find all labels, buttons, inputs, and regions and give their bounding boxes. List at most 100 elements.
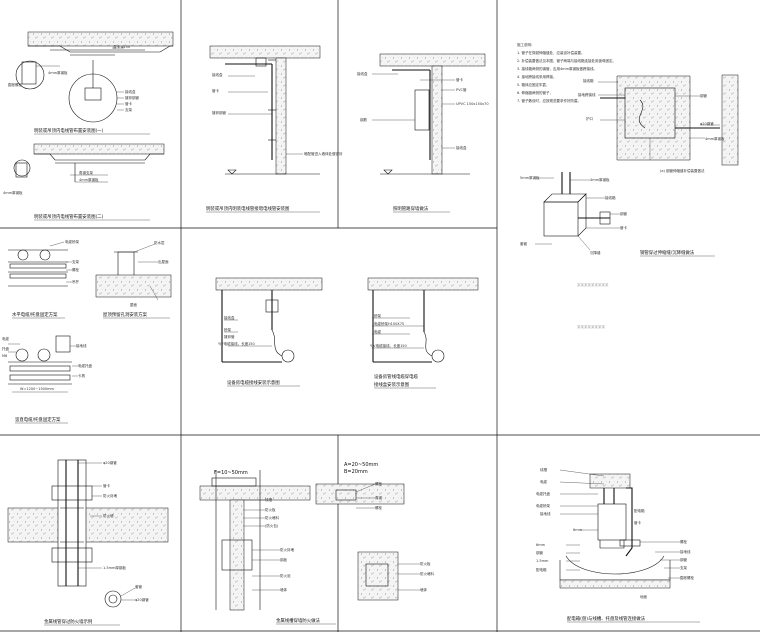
- label: 管卡: [125, 101, 132, 106]
- panel-title: 明装或吊顶内电线管布置安装图(二): [34, 213, 104, 220]
- panel-title: 水平电缆/托盘固定方案: [12, 311, 58, 318]
- label: 配电箱: [634, 508, 645, 513]
- label: 护口: [586, 116, 594, 121]
- label: 接地线: [76, 343, 87, 348]
- label: 接线箱: [605, 195, 616, 200]
- label: 支架: [680, 565, 688, 570]
- label: 线槽: [265, 497, 273, 502]
- label: 角钢: [375, 495, 383, 500]
- panel-title: 明装或吊顶内明装电线管接暗电线管安装图: [206, 205, 290, 212]
- label: 螺栓: [375, 505, 383, 510]
- label: 防火泥: [280, 573, 291, 578]
- label: 4mm厚钢板: [79, 177, 99, 182]
- label: 防火墙: [103, 513, 114, 518]
- label: 镀锌管: [224, 334, 235, 339]
- label: 接线盒: [357, 71, 368, 76]
- label: 1.5mm: [536, 559, 549, 563]
- label: 接线盒: [224, 315, 235, 320]
- label: 钢管: [700, 93, 708, 98]
- label: 吊杆: [72, 279, 79, 284]
- detail-circle: [15, 60, 45, 90]
- label: 电缆桥架H100X75: [374, 321, 404, 326]
- panel-1-exposed-conduit-layout: 盒卡 φ250 4mm厚钢板 接线盒 镀锌钢管 管卡 支架 膨胀螺栓 明装或吊顶…: [3, 31, 174, 221]
- label: 接线箱: [583, 78, 594, 83]
- dimension-label: W=1200~1500mm: [20, 387, 55, 391]
- panel-title: 照明管路穿墙做法: [393, 205, 429, 212]
- svg-text:施工说明：: 施工说明：: [517, 42, 535, 47]
- label: 管卡: [103, 483, 110, 488]
- panel-3-lighting-through-wall: 接线盒 管卡 PVC管 UPVC 150x150x70 钢筋 接线盒 照明管路穿…: [357, 53, 489, 213]
- label: 4mm厚钢板: [590, 177, 610, 182]
- label: 防火封堵: [280, 547, 294, 552]
- label: φ20钢管: [700, 121, 714, 126]
- label: 5mm厚钢板: [520, 175, 540, 180]
- label: 管卡: [456, 77, 464, 82]
- panel-9-trunking-fire-barrier: F=10~50mm 线槽 防火板 防火堵料 (防火包) 防火封堵 钢板 防火泥 …: [199, 462, 434, 625]
- panel-title: 竖直电缆/托盘固定方案: [15, 416, 61, 423]
- label: 膨胀螺栓: [8, 82, 22, 87]
- label: 桥架: [374, 313, 382, 318]
- label: 电缆桥架: [536, 503, 550, 508]
- label: 电缆桥架: [65, 239, 79, 244]
- dimension-label: F=10~50mm: [214, 470, 248, 476]
- label: 电缆托盘: [78, 363, 92, 368]
- label: 接地线: [540, 511, 551, 516]
- label: 屋面: [130, 302, 137, 307]
- label: 支架: [125, 107, 132, 112]
- svg-text:4. 接地跨接线采用焊接，: 4. 接地跨接线采用焊接，: [517, 74, 556, 79]
- label: 地面: [640, 594, 648, 599]
- label: 防火堵料: [420, 571, 434, 576]
- panel-8-conduit-fire-wall: φ20钢管 管卡 防火封堵 防火墙 1.5mm厚钢板 套管 φ20钢管 金属线管…: [7, 459, 169, 626]
- panel-4-expansion-joint: 施工说明： 1. 管子在穿越伸缩缝处，应装设补偿装置。 2. 补偿装置做法见本图…: [517, 42, 739, 329]
- svg-text:5. 箱体应固定牢靠，: 5. 箱体应固定牢靠，: [517, 82, 549, 87]
- label: φ20钢管: [135, 597, 149, 602]
- panel-6-equipment-room-wiring: 接线盒 桥架 镀锌管 YJV电缆接线，长度150 设备房电缆接线安装示意图: [215, 277, 323, 387]
- label: 沉降缝: [590, 250, 601, 255]
- label: 膨胀螺栓: [680, 575, 694, 580]
- label: 墙体: [280, 587, 288, 592]
- panel-title: 钢管穿过伸缩缝/沉降缝做法: [640, 249, 695, 256]
- panel-title: 金属线管穿过防火墙示例: [44, 618, 93, 625]
- label: 管卡: [634, 520, 642, 525]
- label: (a) 钢管伸缩缝补偿装置做法: [660, 168, 705, 173]
- label: 防火板: [265, 507, 276, 512]
- label: 接线盒: [212, 72, 223, 77]
- dimension-label: A=20~50mm: [344, 462, 378, 468]
- label: 线槽: [540, 467, 548, 472]
- panel-title: 设备房电缆接线安装示意图: [227, 379, 280, 386]
- margin-note: 某某某某某某某某某: [577, 282, 609, 287]
- label: PVC管: [456, 87, 467, 92]
- panel-5-cable-tray-fixing: 电缆桥架 支架 螺栓 吊杆 水平电缆/托盘固定方案 防水层 出屋面 屋面 屋顶预…: [2, 239, 172, 424]
- svg-text:7. 管子敷设时，应按规范要求作好防腐。: 7. 管子敷设时，应按规范要求作好防腐。: [517, 98, 581, 103]
- dimension-label: B=20mm: [344, 469, 368, 475]
- panel-title: 配电箱(盘)与线槽、托盘及线管连接做法: [567, 615, 646, 622]
- label: 管卡: [620, 225, 628, 230]
- label: 托盘: [2, 346, 9, 351]
- label: 1.5mm厚钢板: [103, 565, 126, 570]
- label: 钢管: [620, 211, 628, 216]
- construction-notes: 施工说明： 1. 管子在穿越伸缩缝处，应装设补偿装置。 2. 补偿装置做法见本图…: [517, 42, 616, 103]
- label: 接线盒: [125, 89, 136, 94]
- label: 套管: [135, 584, 142, 589]
- panel-title: 明装或吊顶内电线管布置安装图(一): [34, 127, 104, 134]
- label: 镀锌钢管: [212, 110, 226, 115]
- label: 接地线: [680, 549, 691, 554]
- label: 钢管: [680, 557, 688, 562]
- label: 盒卡 φ250: [113, 44, 130, 49]
- label: 接地跨接线: [578, 92, 596, 97]
- panel-10-distribution-box-connection: 线槽 电缆 电缆托盘 电缆桥架 接地线 6mm 6mm 钢管 1.5mm 配电箱…: [536, 467, 700, 623]
- label: 钢筋: [360, 117, 368, 122]
- label: 电缆托盘: [536, 491, 550, 496]
- label: 钢板: [280, 557, 288, 562]
- panel-2-ceiling-to-wall-conduit: 接线盒 管卡 镀锌钢管 暗配管进入墙体处做密封 明装或吊顶内明装电线管接暗电线管…: [206, 45, 343, 213]
- concrete-slab: [27, 31, 174, 47]
- label: YJV电缆接线，长度150: [370, 343, 407, 348]
- label: 镀锌钢管: [125, 95, 139, 100]
- label: 螺栓: [72, 267, 79, 272]
- label: 防火封堵: [103, 493, 117, 498]
- label: φ20钢管: [103, 460, 117, 465]
- label: 4mm厚钢板: [705, 136, 725, 141]
- label: 螺栓: [375, 481, 383, 486]
